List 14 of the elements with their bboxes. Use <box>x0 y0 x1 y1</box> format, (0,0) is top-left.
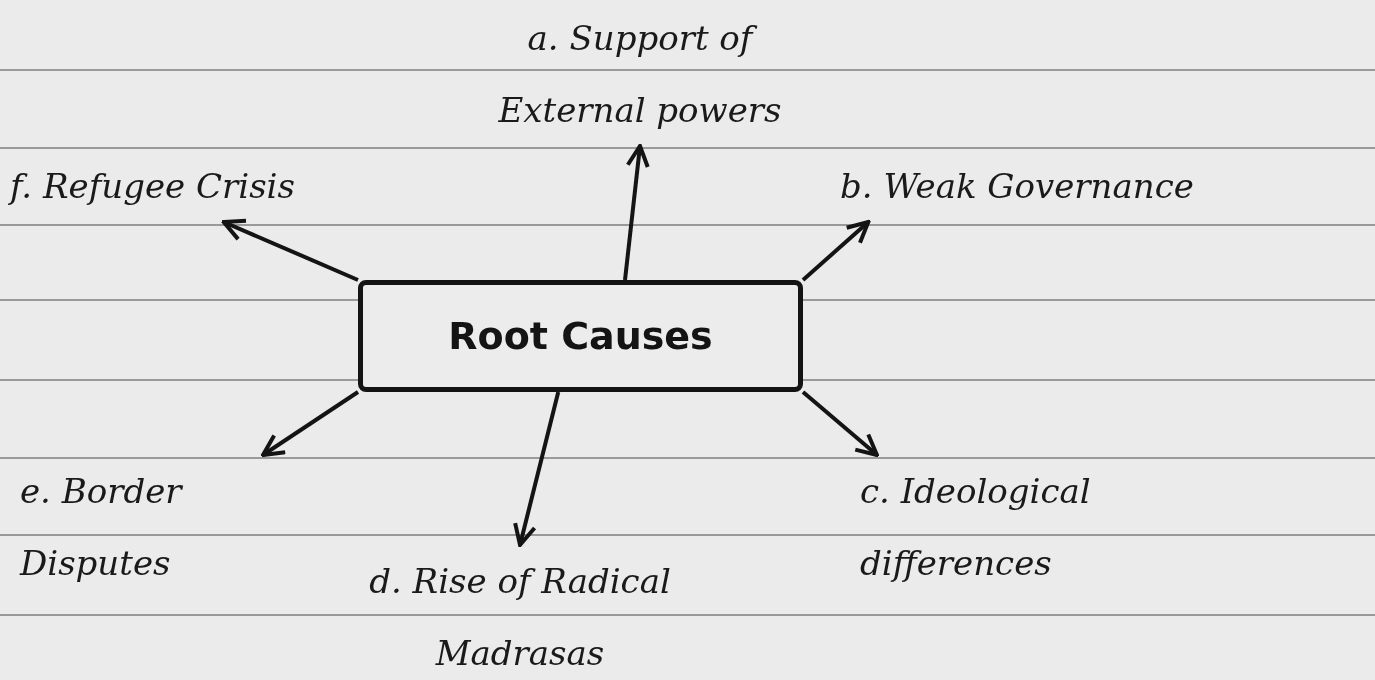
cause-text: b. Weak Governance <box>840 150 1194 222</box>
cause-text: a. Support of External powers <box>470 2 810 146</box>
arrow <box>801 390 879 457</box>
cause-text: e. Border Disputes <box>20 455 290 599</box>
arrow <box>513 391 561 547</box>
arrow <box>261 390 360 457</box>
box-title: Root Causes <box>448 314 713 358</box>
cause-text: f. Refugee Crisis <box>10 150 295 222</box>
cause-text: c. Ideological differences <box>860 455 1200 599</box>
arrow <box>623 144 650 281</box>
process-box <box>358 280 803 392</box>
cause-text: d. Rise of Radical Madrasas <box>360 545 680 680</box>
arrow <box>221 218 359 282</box>
arrow <box>801 220 871 282</box>
